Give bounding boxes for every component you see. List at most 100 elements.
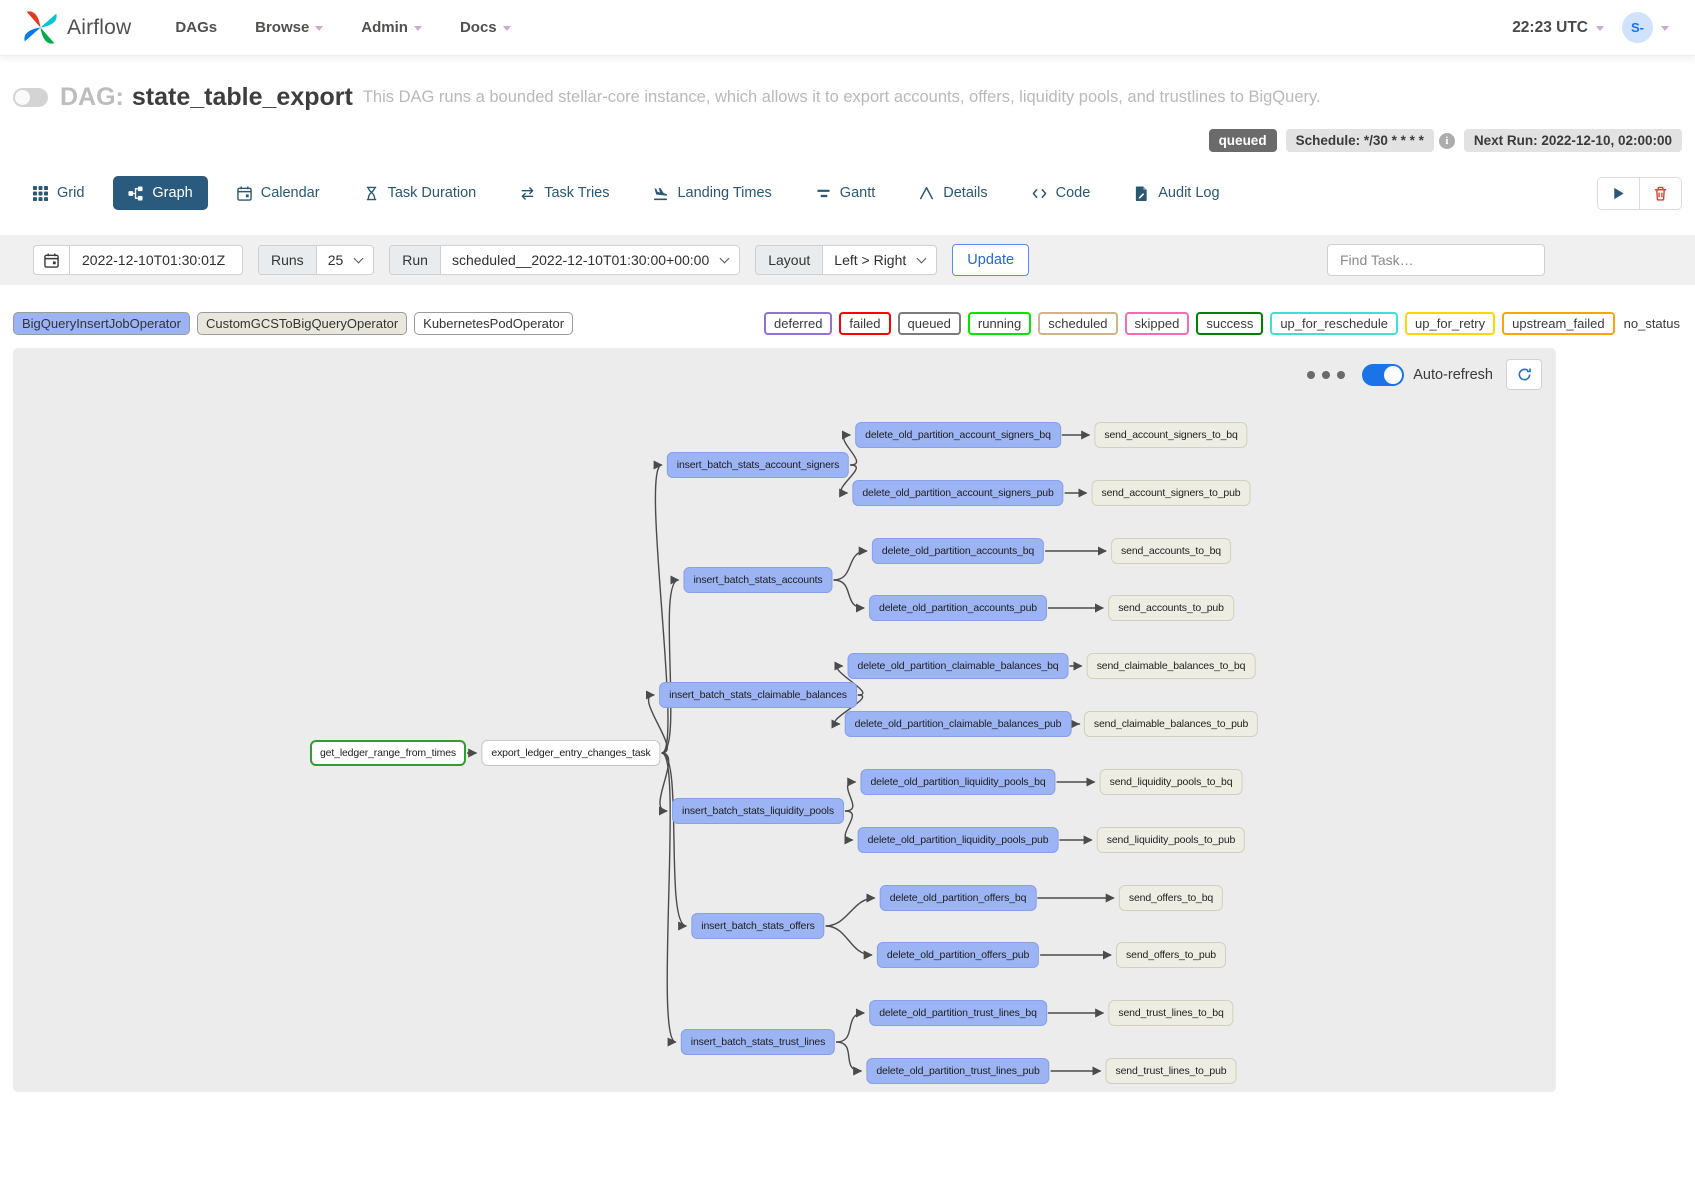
task-node[interactable]: insert_batch_stats_claimable_balances [659, 682, 857, 708]
task-node[interactable]: delete_old_partition_liquidity_pools_bq [860, 769, 1056, 795]
status-legend-badge[interactable]: no_status [1623, 316, 1680, 331]
refresh-button[interactable] [1506, 359, 1542, 390]
user-menu[interactable]: S- [1622, 12, 1669, 43]
info-icon[interactable]: i [1438, 132, 1455, 149]
task-node[interactable]: send_account_signers_to_pub [1091, 480, 1251, 506]
menu-item-admin[interactable]: Admin [361, 19, 422, 36]
calendar-icon [44, 252, 59, 268]
status-legend-badge[interactable]: upstream_failed [1502, 312, 1615, 335]
task-node[interactable]: send_offers_to_bq [1118, 885, 1224, 911]
chevron-down-icon [502, 26, 511, 31]
task-node[interactable]: send_offers_to_pub [1116, 942, 1226, 968]
gantt-bars-icon [816, 186, 831, 201]
dot-icon[interactable] [1322, 370, 1331, 379]
chevron-down-icon [1661, 26, 1669, 31]
trigger-dag-button[interactable] [1598, 177, 1639, 209]
task-node[interactable]: send_trust_lines_to_pub [1105, 1058, 1237, 1084]
find-task-input[interactable] [1327, 244, 1545, 276]
timezone-dropdown[interactable]: 22:23 UTC [1512, 19, 1604, 37]
operator-legend-badge: CustomGCSToBigQueryOperator [196, 312, 408, 335]
task-node[interactable]: insert_batch_stats_accounts [683, 567, 833, 593]
task-node[interactable]: insert_batch_stats_offers [691, 913, 825, 939]
task-node[interactable]: delete_old_partition_claimable_balances_… [847, 653, 1069, 679]
status-legend-badge[interactable]: success [1196, 312, 1264, 335]
dot-icon[interactable] [1307, 370, 1316, 379]
task-node[interactable]: delete_old_partition_account_signers_pub [852, 480, 1064, 506]
task-node[interactable]: insert_batch_stats_account_signers [666, 452, 850, 478]
task-node[interactable]: send_account_signers_to_bq [1094, 422, 1248, 448]
tab-task_duration[interactable]: Task Duration [349, 176, 492, 210]
tab-details[interactable]: Details [904, 176, 1002, 210]
filter-bar: Runs 25 Run scheduled__2022-12-10T01:30:… [0, 235, 1695, 285]
status-legend-badge[interactable]: skipped [1124, 312, 1190, 335]
task-node[interactable]: insert_batch_stats_trust_lines [680, 1029, 836, 1055]
task-node[interactable]: send_liquidity_pools_to_pub [1096, 827, 1246, 853]
hourglass-icon [364, 186, 379, 201]
status-legend: deferred failed queued running scheduled skip… [764, 312, 1682, 335]
status-legend-badge[interactable]: queued [897, 312, 961, 335]
status-legend-badge[interactable]: up_for_reschedule [1270, 312, 1399, 335]
tab-code[interactable]: Code [1017, 176, 1106, 210]
retry-arrows-icon [520, 186, 535, 201]
task-node[interactable]: send_accounts_to_pub [1108, 595, 1234, 621]
task-node[interactable]: insert_batch_stats_liquidity_pools [672, 798, 844, 824]
task-node[interactable]: send_accounts_to_bq [1111, 538, 1231, 564]
play-icon [1611, 186, 1626, 201]
task-node[interactable]: get_ledger_range_from_times [309, 740, 467, 766]
code-brackets-icon [1032, 186, 1047, 201]
task-node[interactable]: send_trust_lines_to_bq [1108, 1000, 1234, 1026]
tab-task_tries[interactable]: Task Tries [505, 176, 624, 210]
audit-file-icon [1134, 185, 1149, 201]
tab-grid[interactable]: Grid [18, 176, 99, 210]
tab-landing_times[interactable]: Landing Times [638, 176, 786, 210]
dag-graph-canvas: get_ledger_range_from_times export_ledger… [13, 348, 1556, 1092]
task-node[interactable]: export_ledger_entry_changes_task [481, 740, 661, 766]
status-legend-badge[interactable]: up_for_retry [1405, 312, 1496, 335]
chevron-down-icon [916, 253, 927, 264]
task-node[interactable]: delete_old_partition_trust_lines_bq [869, 1000, 1047, 1026]
operator-legend-badge: BigQueryInsertJobOperator [13, 312, 190, 335]
tab-graph[interactable]: Graph [113, 176, 208, 210]
task-node[interactable]: delete_old_partition_accounts_pub [869, 595, 1047, 621]
task-node[interactable]: delete_old_partition_offers_bq [879, 885, 1037, 911]
airflow-logo[interactable]: Airflow [22, 9, 131, 46]
operator-legend-badge: KubernetesPodOperator [414, 312, 574, 335]
status-legend-badge[interactable]: deferred [764, 312, 833, 335]
status-legend-badge[interactable]: scheduled [1038, 312, 1118, 335]
run-select[interactable]: scheduled__2022-12-10T01:30:00+00:00 [440, 246, 740, 274]
menu-item-browse[interactable]: Browse [255, 19, 324, 36]
dag-pause-toggle[interactable] [13, 87, 48, 107]
refresh-icon [1517, 367, 1532, 382]
tab-gantt[interactable]: Gantt [801, 176, 890, 210]
dag-description: This DAG runs a bounded stellar-core ins… [362, 87, 1321, 106]
operator-legend: BigQueryInsertJobOperator CustomGCSToBigQ… [13, 312, 574, 335]
layout-label: Layout [756, 246, 824, 274]
chevron-down-icon [353, 253, 364, 264]
base-date-input[interactable] [70, 246, 242, 274]
auto-refresh-toggle[interactable] [1362, 363, 1405, 386]
task-node[interactable]: delete_old_partition_offers_pub [876, 942, 1040, 968]
layout-select[interactable]: Left > Right [823, 246, 937, 274]
menu-item-dags[interactable]: DAGs [175, 19, 218, 36]
menu-item-docs[interactable]: Docs [460, 19, 511, 36]
task-node[interactable]: send_claimable_balances_to_bq [1086, 653, 1256, 679]
pinwheel-icon [22, 9, 59, 46]
dag-header: DAG: state_table_export This DAG runs a … [13, 80, 1682, 114]
task-node[interactable]: send_claimable_balances_to_pub [1083, 711, 1259, 737]
task-node[interactable]: delete_old_partition_claimable_balances_… [844, 711, 1072, 737]
delete-dag-button[interactable] [1639, 177, 1681, 209]
task-node[interactable]: delete_old_partition_trust_lines_pub [866, 1058, 1050, 1084]
calendar-picker-button[interactable] [34, 246, 70, 274]
tab-calendar[interactable]: Calendar [222, 176, 335, 210]
task-node[interactable]: delete_old_partition_account_signers_bq [855, 422, 1061, 448]
dot-icon[interactable] [1337, 370, 1346, 379]
task-node[interactable]: delete_old_partition_liquidity_pools_pub [857, 827, 1059, 853]
brand-text: Airflow [67, 15, 132, 39]
task-node[interactable]: send_liquidity_pools_to_bq [1099, 769, 1243, 795]
runs-select[interactable]: 25 [316, 246, 374, 274]
task-node[interactable]: delete_old_partition_accounts_bq [871, 538, 1045, 564]
status-legend-badge[interactable]: failed [839, 312, 891, 335]
tab-audit_log[interactable]: Audit Log [1119, 176, 1234, 210]
update-button[interactable]: Update [952, 244, 1030, 276]
status-legend-badge[interactable]: running [967, 312, 1032, 335]
